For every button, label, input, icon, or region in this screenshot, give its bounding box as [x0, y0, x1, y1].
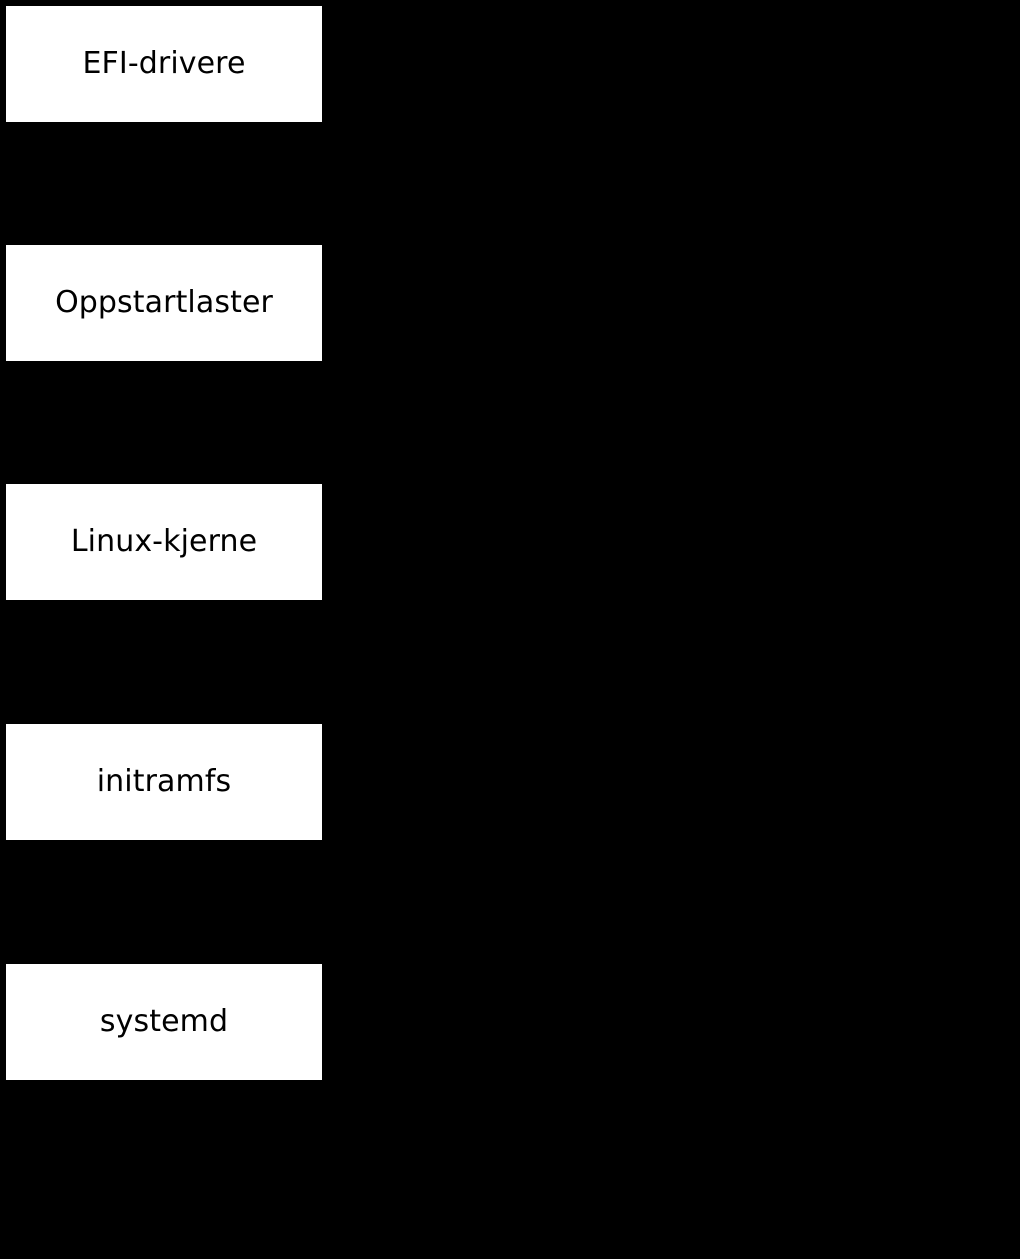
stage-label-efi-drivers: EFI-drivere [82, 46, 246, 81]
stage-label-linux-kernel: Linux-kjerne [70, 524, 258, 559]
stage-box-linux-kernel[interactable]: Linux-kjerne [6, 484, 322, 600]
stage-label-initramfs: initramfs [96, 764, 232, 799]
stage-box-efi-drivers[interactable]: EFI-drivere [6, 6, 322, 122]
stage-box-bootloader[interactable]: Oppstartlaster [6, 245, 322, 361]
stage-label-systemd: systemd [99, 1004, 229, 1039]
stage-label-bootloader: Oppstartlaster [55, 285, 273, 320]
stage-box-initramfs[interactable]: initramfs [6, 724, 322, 840]
stage-box-systemd[interactable]: systemd [6, 964, 322, 1080]
